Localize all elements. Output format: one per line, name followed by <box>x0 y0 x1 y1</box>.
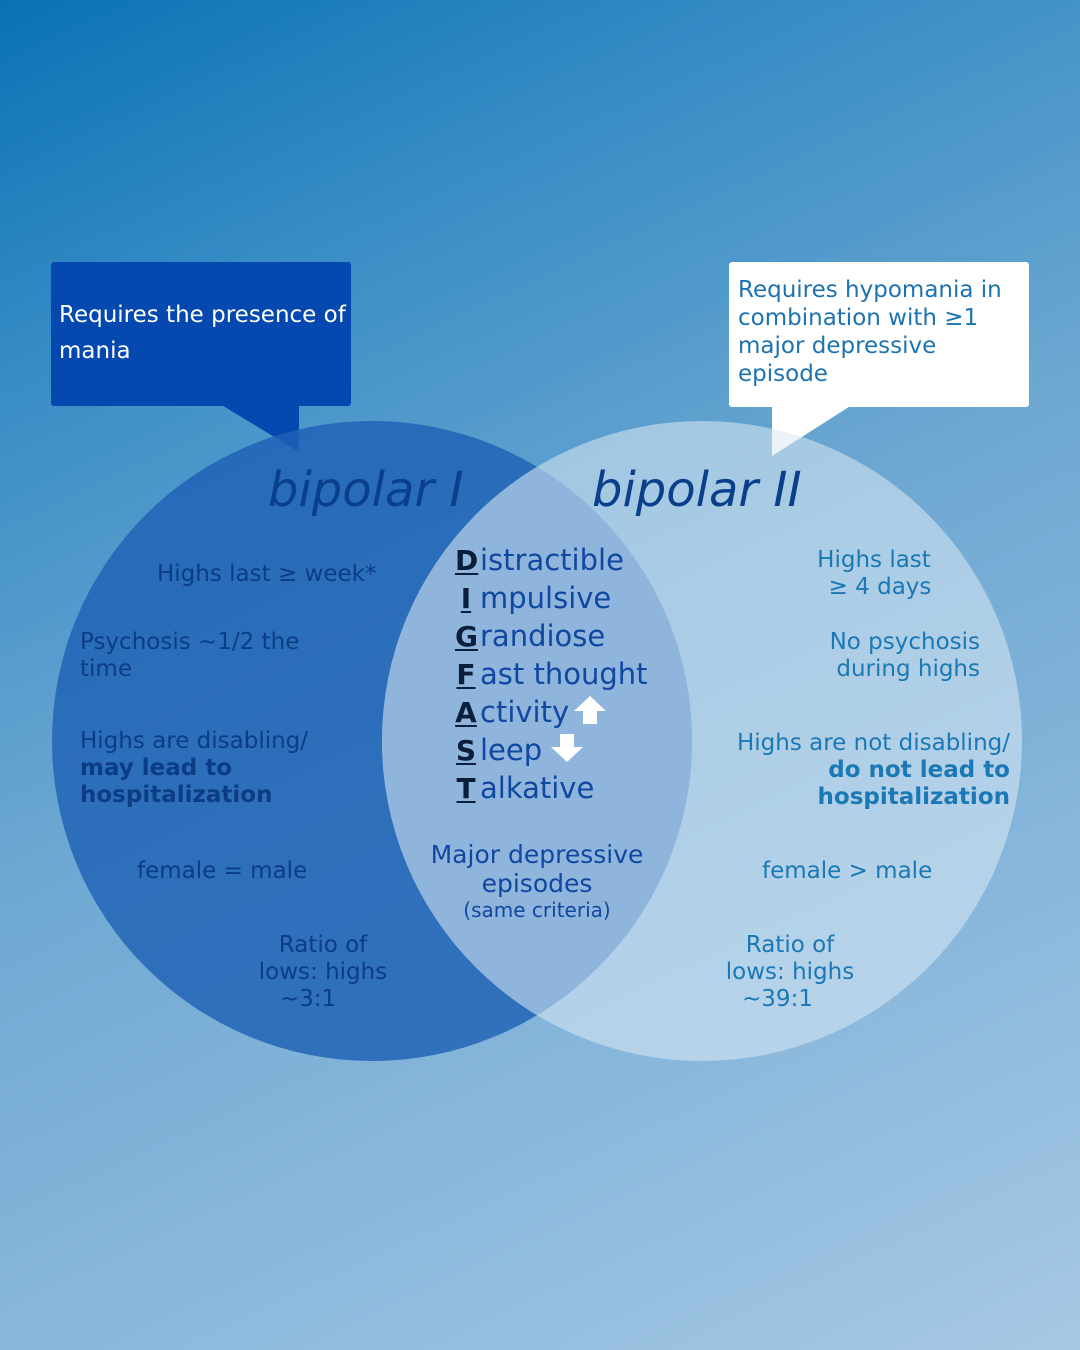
depressive-line2: episodes <box>481 869 593 898</box>
digfast-letter: D <box>455 543 479 577</box>
arrow-down-icon <box>550 732 584 768</box>
arrow-up-icon <box>573 694 607 730</box>
right-ratio-line1: Ratio of <box>745 932 835 958</box>
right-disabling-bold-2: hospitalization <box>817 784 1010 810</box>
callout-bipolar-1-text: Requires the presence of mania <box>59 302 346 364</box>
right-psychosis-line1: No psychosis <box>829 629 980 655</box>
depressive-note: (same criteria) <box>463 898 611 922</box>
digfast-word: leep <box>480 733 543 767</box>
left-psychosis: Psychosis ~1/2 the time <box>80 629 300 682</box>
right-disabling-bold-1: do not lead to <box>828 757 1010 783</box>
right-sex-ratio: female > male <box>762 858 933 884</box>
right-psychosis-line2: during highs <box>836 656 980 682</box>
left-disabling: Highs are disabling/ may lead to hospita… <box>80 728 370 809</box>
title-bipolar-1: bipolar I <box>268 462 464 518</box>
digfast-letter: A <box>455 695 477 729</box>
right-highs-last-line1: Highs last <box>817 547 931 573</box>
left-ratio-line2: lows: highs <box>258 959 388 985</box>
digfast-word: mpulsive <box>480 581 612 615</box>
depressive-line1: Major depressive <box>430 840 644 869</box>
right-highs-last: Highs last ≥ 4 days <box>800 547 960 601</box>
left-highs-last: Highs last ≥ week* <box>157 561 377 587</box>
left-ratio: Ratio of lows: highs ~3:1 <box>238 932 408 1013</box>
right-ratio-line3: ~39:1 <box>742 986 813 1012</box>
left-ratio-line1: Ratio of <box>278 932 368 958</box>
title-bipolar-2: bipolar II <box>592 462 802 518</box>
digfast-word: randiose <box>480 619 606 653</box>
callout-bipolar-2 <box>729 262 1029 407</box>
left-sex-ratio: female = male <box>137 858 308 884</box>
overlap-region <box>382 421 692 1061</box>
right-ratio: Ratio of lows: highs ~39:1 <box>705 932 875 1013</box>
digfast-letter: I <box>460 581 472 615</box>
digfast-letter: F <box>456 657 476 691</box>
digfast-word: alkative <box>480 771 595 805</box>
right-psychosis: No psychosis during highs <box>790 629 980 683</box>
left-disabling-bold: may lead to hospitalization <box>80 755 273 808</box>
left-disabling-text: Highs are disabling/ <box>80 728 309 754</box>
digfast-letter: G <box>455 619 478 653</box>
depressive-episodes: Major depressive episodes (same criteria… <box>410 840 664 922</box>
left-ratio-line3: ~3:1 <box>279 986 337 1012</box>
right-disabling-text: Highs are not disabling/ <box>736 730 1010 756</box>
right-ratio-line2: lows: highs <box>725 959 855 985</box>
callout-bipolar-1 <box>51 262 351 406</box>
right-highs-last-line2: ≥ 4 days <box>828 574 932 600</box>
callout-bipolar-2-text: Requires hypomania in combination with ≥… <box>738 277 1002 387</box>
right-disabling: Highs are not disabling/ do not lead to … <box>680 730 1010 811</box>
digfast-word: ast thought <box>480 657 648 691</box>
digfast-letter: S <box>455 733 477 767</box>
digfast-word: ctivity <box>480 695 570 729</box>
digfast-word: istractible <box>480 543 624 577</box>
digfast-letter: T <box>456 771 476 805</box>
